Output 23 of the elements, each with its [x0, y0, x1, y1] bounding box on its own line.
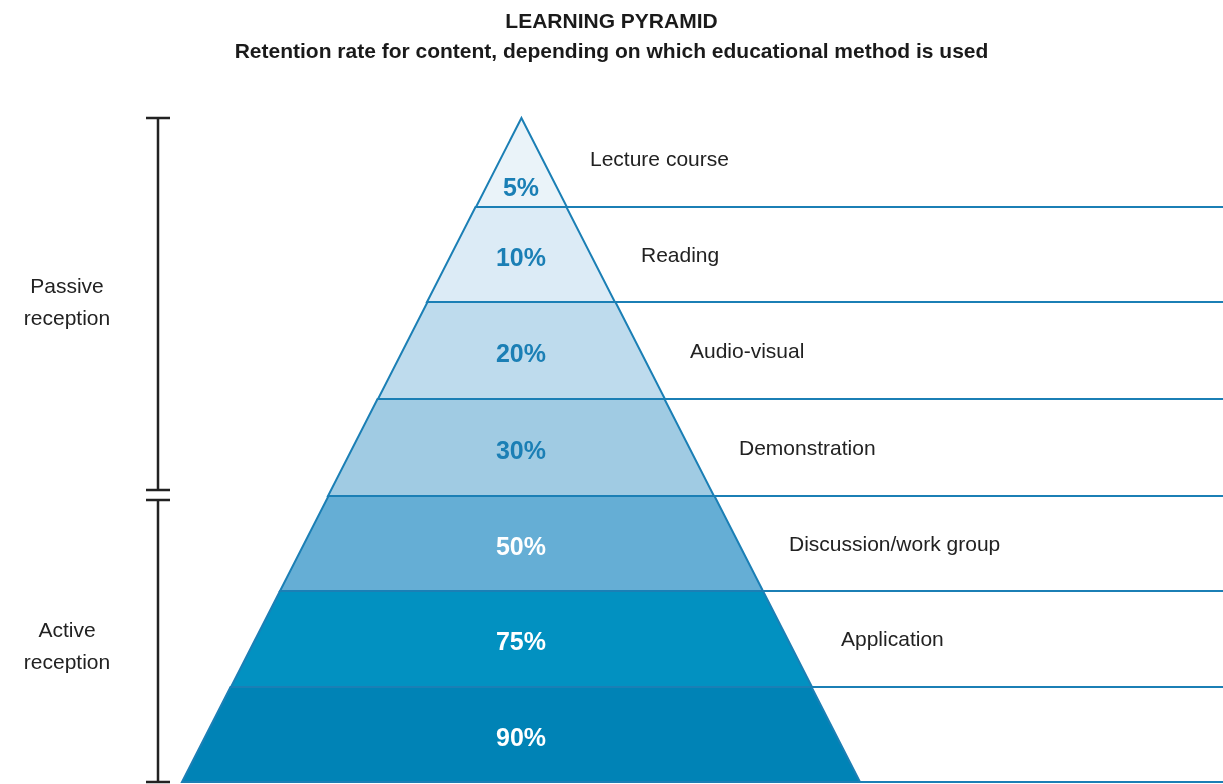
method-label: Discussion/work group	[789, 531, 1001, 556]
percentage-label: 90%	[496, 722, 546, 751]
percentage-label: 20%	[495, 338, 546, 367]
percentage-label: 5%	[502, 172, 540, 202]
pyramid-layer	[427, 207, 615, 302]
pyramid-layer	[182, 687, 860, 782]
pyramid-layer	[377, 302, 665, 399]
group-label: Active reception	[22, 617, 112, 675]
method-label: Demonstration	[739, 435, 876, 460]
percentage-label: 30%	[495, 435, 546, 464]
percentage-label: 10%	[495, 242, 546, 271]
method-label: Reading	[641, 242, 720, 267]
pyramid-layer	[279, 496, 763, 591]
pyramid-layer	[230, 591, 812, 687]
group-label: Passive reception	[22, 273, 112, 331]
percentage-label: 50%	[495, 531, 546, 560]
method-label: Application	[841, 627, 944, 651]
method-label: Lecture course	[590, 146, 729, 171]
percentage-label: 75%	[495, 626, 546, 656]
pyramid-layer	[475, 118, 567, 207]
pyramid-layer	[328, 399, 714, 496]
title: LEARNING PYRAMID Retention rate for content, depending on which educational method is used	[233, 8, 990, 64]
method-label: Audio-visual	[690, 338, 805, 363]
